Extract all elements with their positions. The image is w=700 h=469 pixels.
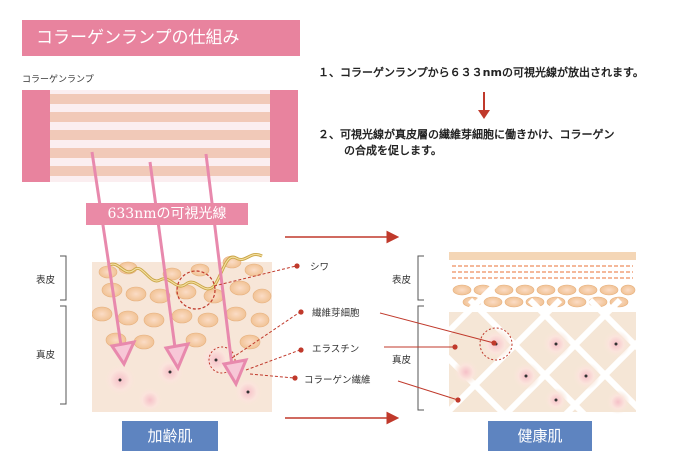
callout-elastin: エラスチン <box>312 344 360 355</box>
aged-skin-illustration <box>92 253 272 412</box>
callout-fibroblast: 繊維芽細胞 <box>312 308 360 319</box>
lamp-label: コラーゲンランプ <box>22 75 94 85</box>
wrinkle-highlight-circle <box>176 270 216 310</box>
healthy-skin-illustration <box>449 252 636 414</box>
caption-healthy-skin: 健康肌 <box>488 421 592 451</box>
dermis-label-healthy: 真皮 <box>392 355 412 366</box>
transition-arrows <box>285 230 400 425</box>
layer-brackets <box>60 255 424 411</box>
step-down-arrow <box>478 92 490 119</box>
caption-aged-skin: 加齢肌 <box>122 421 218 451</box>
step-1-text: １、コラーゲンランプから６３３nmの可視光線が放出されます。 <box>318 66 644 79</box>
light-beams <box>90 151 249 388</box>
step-2-text-cont: の合成を促します。 <box>344 144 442 157</box>
callout-dots <box>292 263 497 403</box>
collagen-lamp <box>22 90 298 182</box>
callout-collagen: コラーゲン繊維 <box>304 375 371 386</box>
epidermis-label-aged: 表皮 <box>36 275 56 286</box>
title-banner: コラーゲンランプの仕組み <box>22 20 300 56</box>
step-2-text: ２、可視光線が真皮層の繊維芽細胞に働きかけ、コラーゲン <box>318 128 615 141</box>
dermis-label-aged: 真皮 <box>36 350 56 361</box>
beam-label: 633nmの可視光線 <box>86 203 248 225</box>
epidermis-label-healthy: 表皮 <box>392 275 412 286</box>
callout-leaders <box>213 265 495 401</box>
callout-wrinkle: シワ <box>310 262 330 273</box>
